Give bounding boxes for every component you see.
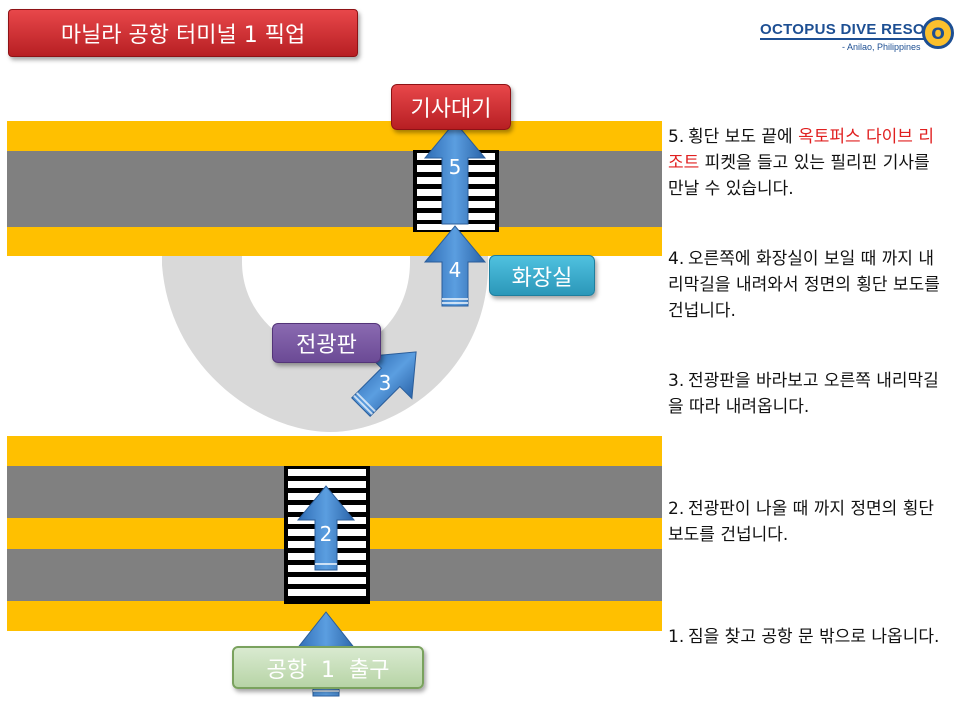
step-5-text-suffix: 피켓을 들고 있는 필리핀 기사를 만날 수 있습니다. bbox=[668, 153, 930, 199]
restroom-label: 화장실 bbox=[489, 255, 595, 296]
arrow-3-label: 3 bbox=[379, 371, 392, 395]
step-5-resort-name: 옥토퍼스 다이브 리조트 bbox=[668, 127, 934, 173]
resort-logo-name: OCTOPUS DIVE RESORT bbox=[760, 21, 946, 38]
bottom-road-edge-1 bbox=[7, 436, 662, 466]
arrow-3: 3 bbox=[351, 351, 417, 417]
step-2: 2.전광판이 나올 때 까지 정면의 횡단보도를 건넙니다. bbox=[668, 496, 948, 548]
arrow-2-label: 2 bbox=[320, 522, 333, 546]
step-1-text: 짐을 찾고 공항 문 밖으로 나옵니다. bbox=[688, 627, 940, 647]
step-4: 4.오른쪽에 화장실이 보일 때 까지 내리막길을 내려와서 정면의 횡단 보도… bbox=[668, 246, 948, 324]
logo-divider bbox=[760, 38, 928, 40]
step-5-text-prefix: 횡단 보도 끝에 bbox=[688, 127, 799, 147]
top-road-edge-upper bbox=[7, 121, 662, 151]
step-1: 1.짐을 찾고 공항 문 밖으로 나옵니다. bbox=[668, 624, 948, 650]
step-1-number: 1. bbox=[668, 627, 685, 647]
step-3-text: 전광판을 바라보고 오른쪽 내리막길을 따라 내려옵니다. bbox=[668, 371, 939, 417]
top-road-edge-lower bbox=[7, 227, 662, 256]
arrow-5: 5 bbox=[423, 121, 487, 225]
driver-wait-label: 기사대기 bbox=[391, 84, 511, 130]
step-4-text: 오른쪽에 화장실이 보일 때 까지 내리막길을 내려와서 정면의 횡단 보도를 … bbox=[668, 249, 940, 321]
arrow-4: 4 bbox=[423, 225, 487, 307]
step-4-number: 4. bbox=[668, 249, 685, 269]
arrow-2: 2 bbox=[296, 485, 356, 571]
step-3-number: 3. bbox=[668, 371, 685, 391]
arrow-4-label: 4 bbox=[449, 258, 462, 282]
octopus-logo-icon: O bbox=[922, 17, 954, 49]
top-road bbox=[7, 151, 662, 227]
step-3: 3.전광판을 바라보고 오른쪽 내리막길을 따라 내려옵니다. bbox=[668, 368, 948, 420]
step-5-number: 5. bbox=[668, 127, 685, 147]
airport-exit-label: 공항 1 출구 bbox=[232, 646, 424, 689]
billboard-label: 전광판 bbox=[272, 323, 381, 363]
arrow-5-label: 5 bbox=[449, 155, 462, 179]
step-5: 5.횡단 보도 끝에 옥토퍼스 다이브 리조트 피켓을 들고 있는 필리핀 기사… bbox=[668, 124, 948, 202]
step-2-text: 전광판이 나올 때 까지 정면의 횡단보도를 건넙니다. bbox=[668, 499, 934, 545]
resort-logo-location: - Anilao, Philippines bbox=[842, 42, 921, 52]
step-2-number: 2. bbox=[668, 499, 685, 519]
page-title: 마닐라 공항 터미널 1 픽업 bbox=[8, 9, 358, 57]
